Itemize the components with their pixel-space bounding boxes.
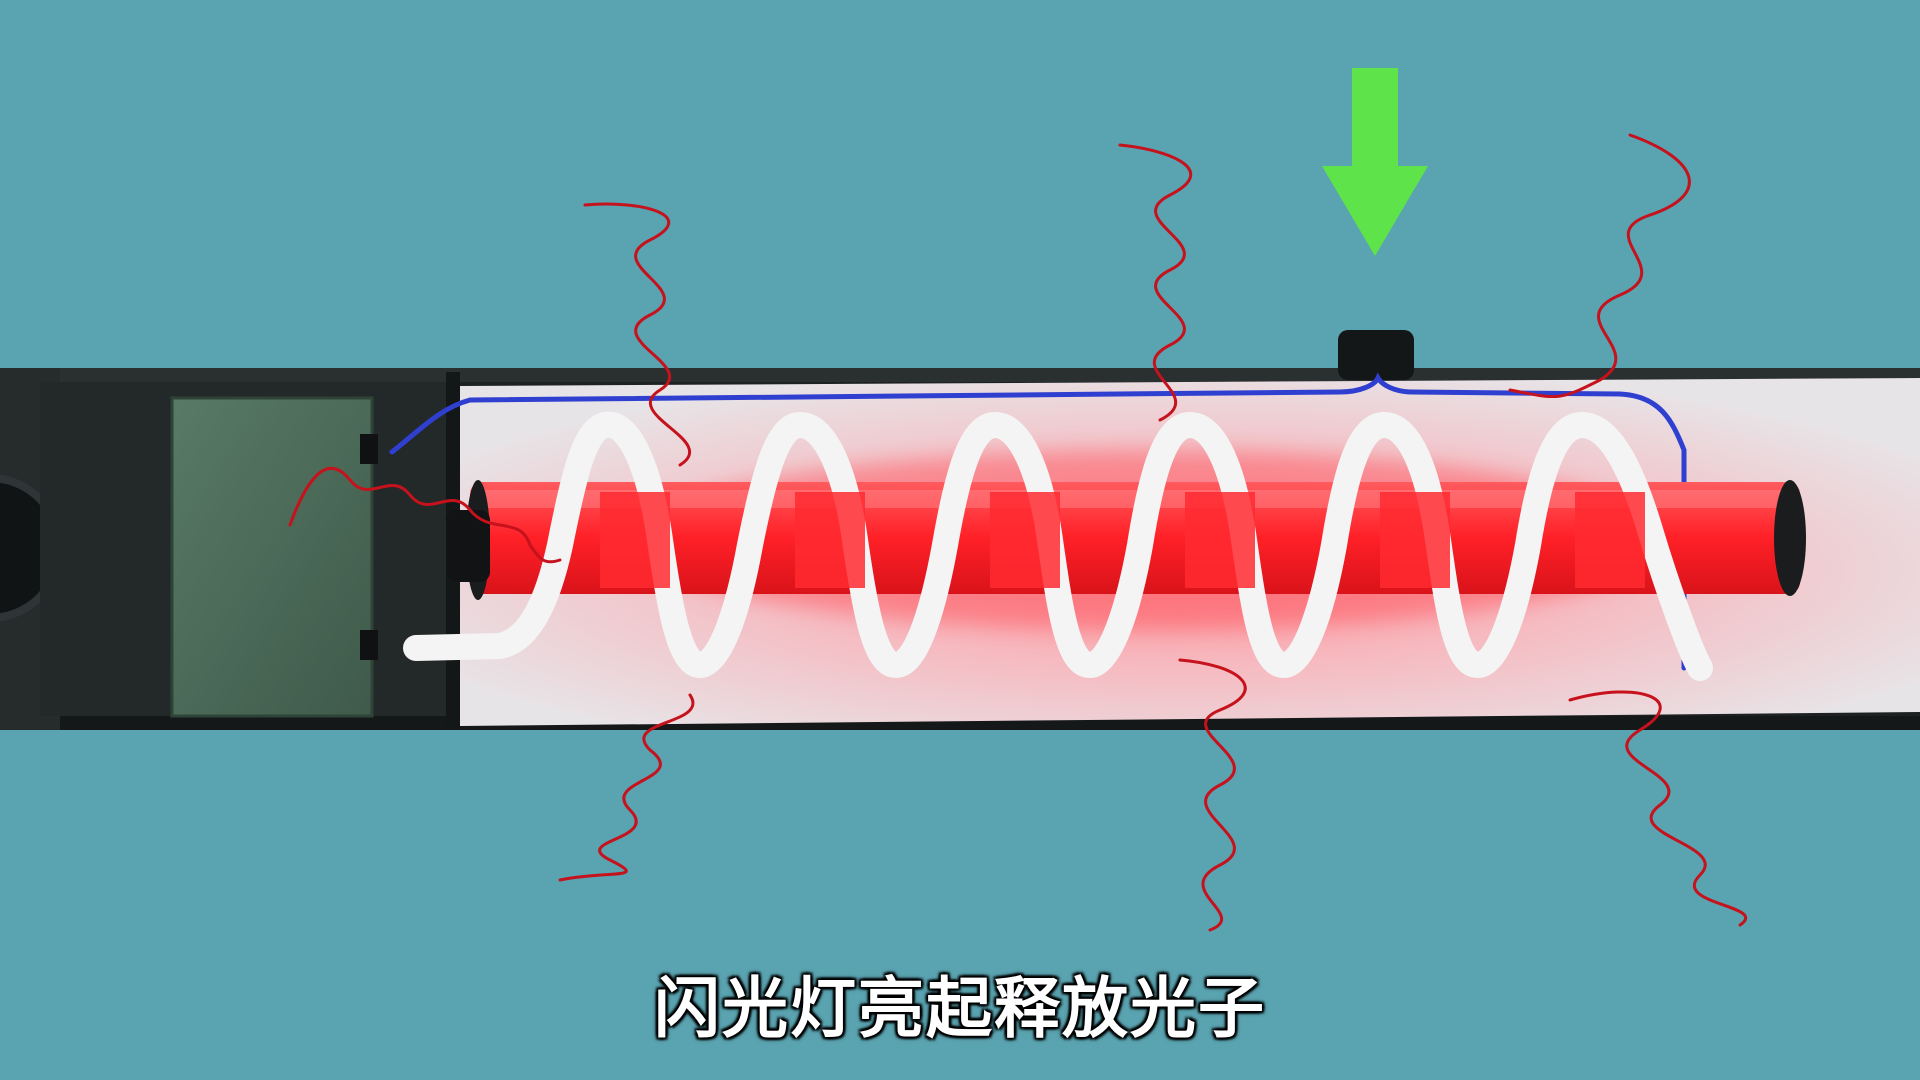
photon-wave <box>1178 658 1247 932</box>
left-electrode <box>446 510 490 582</box>
photon-wave <box>288 466 562 564</box>
flash-lamp-rod-front <box>600 492 1645 588</box>
green-down-arrow <box>1322 68 1428 256</box>
trigger-module-box <box>170 396 378 718</box>
trigger-wire <box>389 372 1687 671</box>
photon-wave <box>583 202 691 467</box>
helical-coil <box>403 411 1713 681</box>
photon-wave <box>1508 133 1691 399</box>
photon-wave <box>1568 690 1748 927</box>
subtitle-caption: 闪光灯亮起释放光子 <box>654 970 1266 1047</box>
photon-wave <box>558 693 695 882</box>
top-port <box>1338 330 1414 380</box>
photon-waves <box>288 133 1748 932</box>
photon-wave <box>1118 143 1193 422</box>
